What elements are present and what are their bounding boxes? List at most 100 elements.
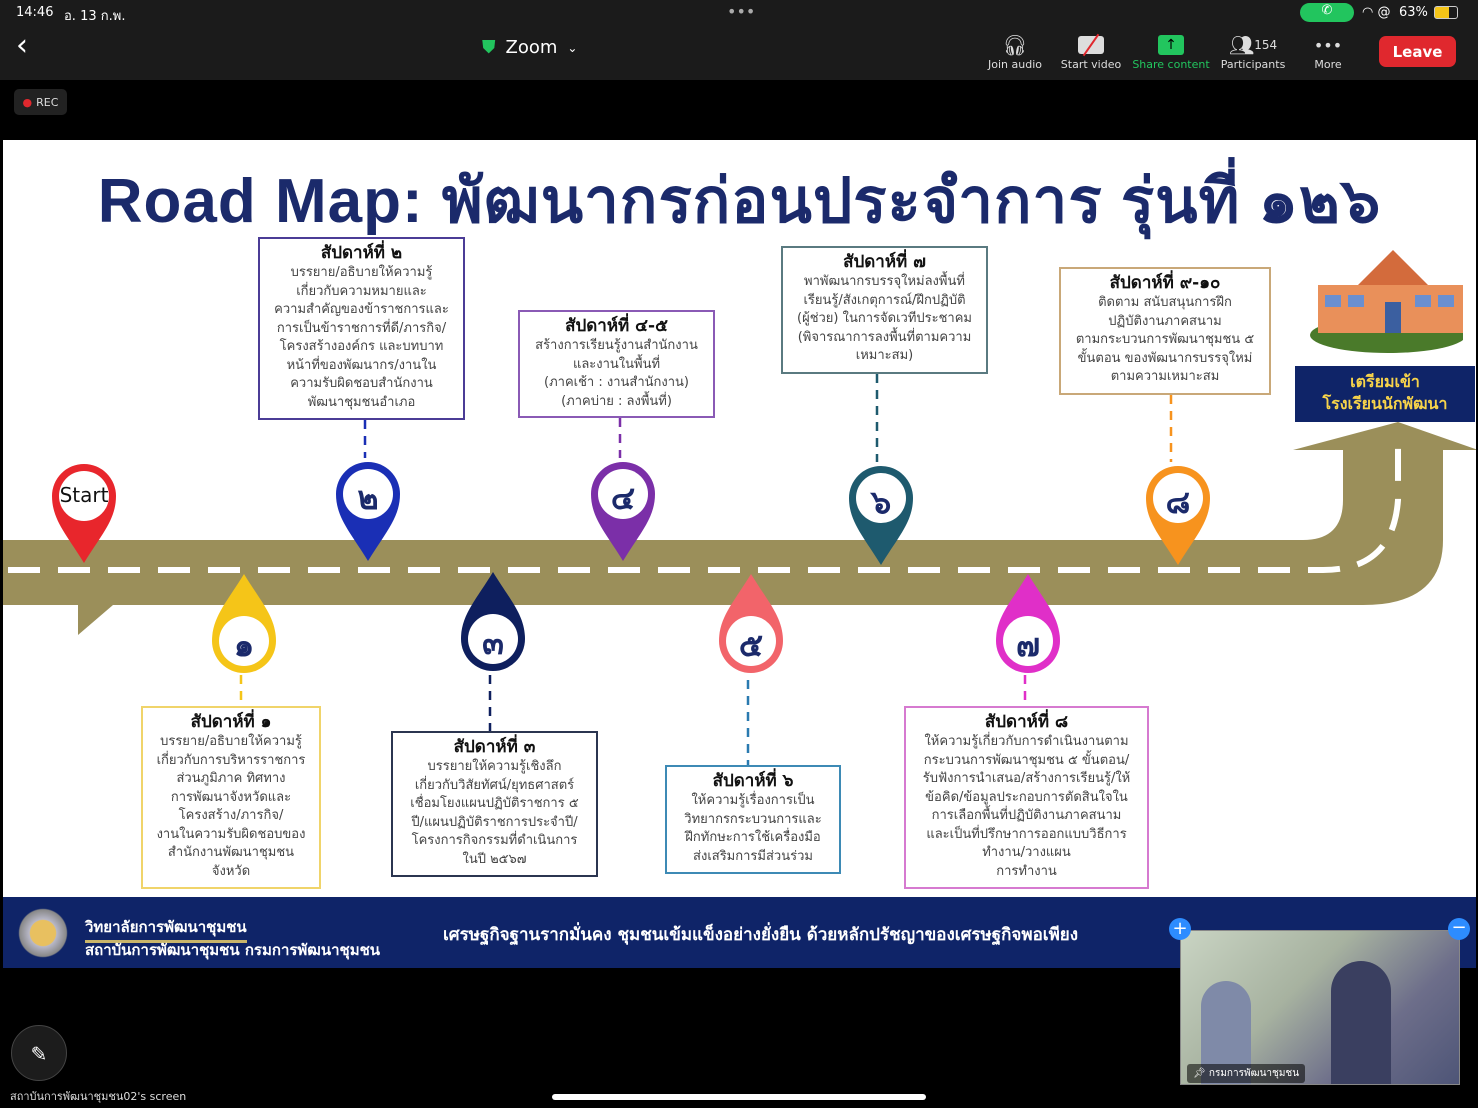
- box-line: ตามความเหมาะสม: [1110, 369, 1220, 384]
- battery-level: 63%: [1399, 5, 1428, 20]
- box-line: (ผู้ช่วย) ในการจัดเวทีประชาคม: [797, 311, 972, 326]
- week-box-3: สัปดาห์ที่ ๓บรรยายให้ความรู้เชิงลึกเกี่ย…: [391, 731, 598, 877]
- box-line: พาพัฒนากรบรรจุใหม่ลงพื้นที่: [804, 274, 965, 289]
- status-date: อ. 13 ก.พ.: [64, 9, 126, 24]
- org-name: วิทยาลัยการพัฒนาชุมชน: [85, 915, 247, 943]
- week-box-2: สัปดาห์ที่ ๒บรรยาย/อธิบายให้ความรู้เกี่ย…: [258, 237, 465, 420]
- box-line: เหมาะสม): [855, 348, 914, 363]
- box-line: (ภาคเช้า : งานสำนักงาน): [544, 375, 689, 390]
- box-line: ให้ความรู้เรื่องการเป็น: [691, 793, 815, 808]
- destination-line: โรงเรียนนักพัฒนา: [1322, 394, 1448, 413]
- minimize-video-button[interactable]: −: [1448, 918, 1470, 940]
- box-line: หน้าที่ของพัฒนากร/งานใน: [286, 357, 437, 373]
- participants-icon: 👥︎154: [1228, 33, 1278, 57]
- box-line: ตามกระบวนการพัฒนาชุมชน ๕: [1075, 332, 1255, 347]
- meeting-title-button[interactable]: ⛊ Zoom ⌄: [482, 37, 577, 58]
- home-indicator[interactable]: [552, 1094, 926, 1100]
- start-video-button[interactable]: Start video: [1051, 32, 1131, 71]
- participant-count: 154: [1254, 38, 1278, 52]
- week-title: สัปดาห์ที่ ๓: [453, 737, 536, 757]
- box-line: ความรับผิดชอบสำนักงาน: [290, 376, 433, 391]
- week-box-8: สัปดาห์ที่ ๘ให้ความรู้เกี่ยวกับการดำเนิน…: [904, 706, 1149, 889]
- share-icon: ↑: [1131, 32, 1211, 58]
- box-line: โครงการกิจกรรมที่ดำเนินการ: [411, 833, 578, 848]
- box-line: เรียนรู้/สังเกตุการณ์/ฝึกปฏิบัติ: [803, 292, 966, 308]
- week-title: สัปดาห์ที่ ๑: [190, 712, 272, 732]
- box-line: รับฟังการนำเสนอ/สร้างการเรียนรู้/ให้: [922, 771, 1131, 786]
- participants-label: Participants: [1220, 58, 1286, 71]
- start-pin: Start: [49, 460, 119, 565]
- week-title: สัปดาห์ที่ ๔-๕: [565, 316, 668, 336]
- more-label: More: [1314, 58, 1342, 71]
- destination-line: เตรียมเข้า: [1350, 372, 1420, 391]
- status-time: 14:46: [16, 5, 54, 20]
- slide-title: Road Map: พัฒนากรก่อนประจำการ รุ่นที่ ๑๒…: [97, 167, 1382, 236]
- box-line: การเลือกพื้นที่ปฏิบัติงานภาคสนาม: [931, 808, 1122, 823]
- expand-video-button[interactable]: +: [1169, 918, 1191, 940]
- pin-label: ๘: [1165, 483, 1191, 521]
- box-line: การพัฒนาจังหวัดและ: [170, 789, 292, 805]
- week-title: สัปดาห์ที่ ๒: [320, 243, 403, 263]
- box-line: วิทยากรกระบวนการและ: [684, 811, 822, 827]
- week-box-6: สัปดาห์ที่ ๖ให้ความรู้เรื่องการเป็นวิทยา…: [665, 765, 841, 874]
- multitask-icon[interactable]: •••: [727, 2, 756, 21]
- pin-label: ๖: [870, 483, 892, 521]
- box-line: (ภาคบ่าย : ลงพื้นที่): [561, 393, 672, 409]
- pin-label: Start: [59, 483, 109, 507]
- pin-label: ๗: [1015, 626, 1041, 664]
- milestone-pin: ๔: [588, 458, 658, 563]
- milestone-pin: ๗: [993, 572, 1063, 677]
- box-line: เชื่อมโยงแผนปฏิบัติราชการ ๕: [410, 796, 579, 811]
- zoom-toolbar: 14:46 อ. 13 ก.พ. ••• ✆ ◠ @ 63% ‹ ⛊ Zoom …: [0, 0, 1478, 80]
- box-line: การทำงาน: [996, 863, 1057, 879]
- box-line: และงานในพื้นที่: [572, 356, 661, 372]
- participant-figure: [1331, 961, 1391, 1084]
- rec-label: REC: [36, 95, 59, 109]
- box-line: ความสำคัญของข้าราชการและ: [274, 302, 449, 317]
- box-line: เกี่ยวกับวิสัยทัศน์/ยุทธศาสตร์: [414, 777, 575, 793]
- box-line: ปี/แผนปฏิบัติราชการประจำปี/: [411, 814, 578, 830]
- record-dot-icon: ●: [22, 95, 33, 109]
- box-line: พัฒนาชุมชนอำเภอ: [307, 394, 416, 410]
- school-building-icon: [1303, 240, 1466, 355]
- annotate-pencil-button[interactable]: ✎: [11, 1025, 67, 1081]
- pin-icon: 📌︎: [1193, 1068, 1206, 1079]
- recording-indicator: ●REC: [14, 89, 67, 115]
- milestone-pin: ๒: [333, 458, 403, 563]
- box-line: โครงสร้าง/ภารกิจ/: [178, 808, 284, 823]
- back-icon[interactable]: ‹: [16, 28, 28, 63]
- video-off-icon: [1051, 32, 1131, 58]
- screen-owner-label: สถาบันการพัฒนาชุมชน02's screen: [10, 1090, 187, 1103]
- box-line: และเป็นที่ปรึกษาการออกแบบวิธีการ: [926, 826, 1127, 842]
- battery-icon: [1434, 6, 1458, 19]
- org-parent: สถาบันการพัฒนาชุมชน กรมการพัฒนาชุมชน: [85, 941, 381, 959]
- box-line: สร้างการเรียนรู้งานสำนักงาน: [535, 338, 698, 353]
- milestone-pin: ๕: [716, 572, 786, 677]
- box-line: ติดตาม สนับสนุนการฝึก: [1098, 295, 1232, 310]
- headphones-icon: 🎧︎: [1002, 33, 1028, 57]
- week-title: สัปดาห์ที่ ๘: [984, 712, 1069, 732]
- more-button[interactable]: ••• More: [1288, 32, 1368, 72]
- box-line: จังหวัด: [211, 863, 251, 879]
- join-audio-button[interactable]: 🎧︎Join audio: [975, 32, 1055, 71]
- pin-label: ๕: [738, 626, 764, 664]
- more-icon: •••: [1313, 35, 1343, 55]
- milestone-pin: ๓: [458, 570, 528, 675]
- box-line: ปฏิบัติงานภาคสนาม: [1108, 313, 1222, 329]
- box-line: บรรยาย/อธิบายให้ความรู้: [160, 734, 302, 749]
- box-line: สำนักงานพัฒนาชุมชน: [167, 845, 295, 860]
- join-audio-label: Join audio: [988, 58, 1042, 71]
- video-thumbnail[interactable]: 📌︎ กรมการพัฒนาชุมชน: [1180, 930, 1460, 1085]
- wifi-icon: ◠ @: [1362, 5, 1391, 20]
- slogan: เศรษฐกิจฐานรากมั่นคง ชุมชนเข้มแข็งอย่างย…: [443, 925, 1079, 945]
- box-line: ส่งเสริมการมีส่วนร่วม: [693, 848, 813, 864]
- pin-label: ๒: [357, 479, 379, 517]
- box-line: ฝึกทักษะการใช้เครื่องมือ: [685, 830, 821, 845]
- share-content-button[interactable]: ↑Share content: [1131, 32, 1211, 71]
- leave-button[interactable]: Leave: [1379, 36, 1456, 67]
- box-line: ส่วนภูมิภาค ทิศทาง: [176, 771, 286, 786]
- box-line: เกี่ยวกับความหมายและ: [296, 283, 427, 299]
- call-icon[interactable]: ✆: [1300, 3, 1354, 22]
- shield-check-icon: ⛊: [482, 37, 496, 58]
